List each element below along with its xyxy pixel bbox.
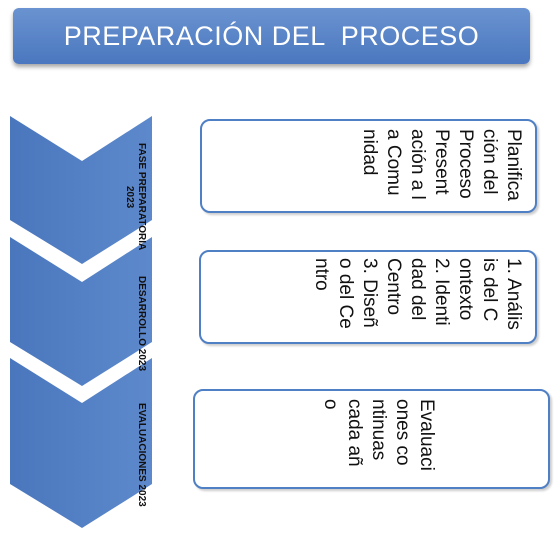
phase-card-evaluaciones: Evaluaciones continuas cada año: [193, 389, 550, 489]
chevron-3: [10, 358, 152, 528]
title-banner: PREPARACIÓN DEL PROCESO: [13, 8, 530, 64]
chevron-2: [10, 237, 152, 386]
chevron-1: [10, 116, 152, 264]
card-text-desarrollo: 1. Análisis del Contexto 2. Identidad de…: [311, 258, 524, 330]
card-text-evaluaciones: Evaluaciones continuas cada año: [320, 399, 437, 471]
phase-card-preparatoria: Planificación del Proceso Presentación a…: [200, 119, 537, 213]
card-text-preparatoria: Planificación del Proceso Presentación a…: [359, 129, 524, 201]
phase-label-evaluaciones: EVALUACIONES 2023: [136, 403, 147, 507]
phase-card-desarrollo: 1. Análisis del Contexto 2. Identidad de…: [199, 250, 537, 344]
phase-label-desarrollo: DESARROLLO 2023: [136, 276, 147, 372]
page-title: PREPARACIÓN DEL PROCESO: [63, 20, 480, 51]
phase-label-preparatoria: FASE PREPARATORIA 2023: [124, 143, 147, 251]
